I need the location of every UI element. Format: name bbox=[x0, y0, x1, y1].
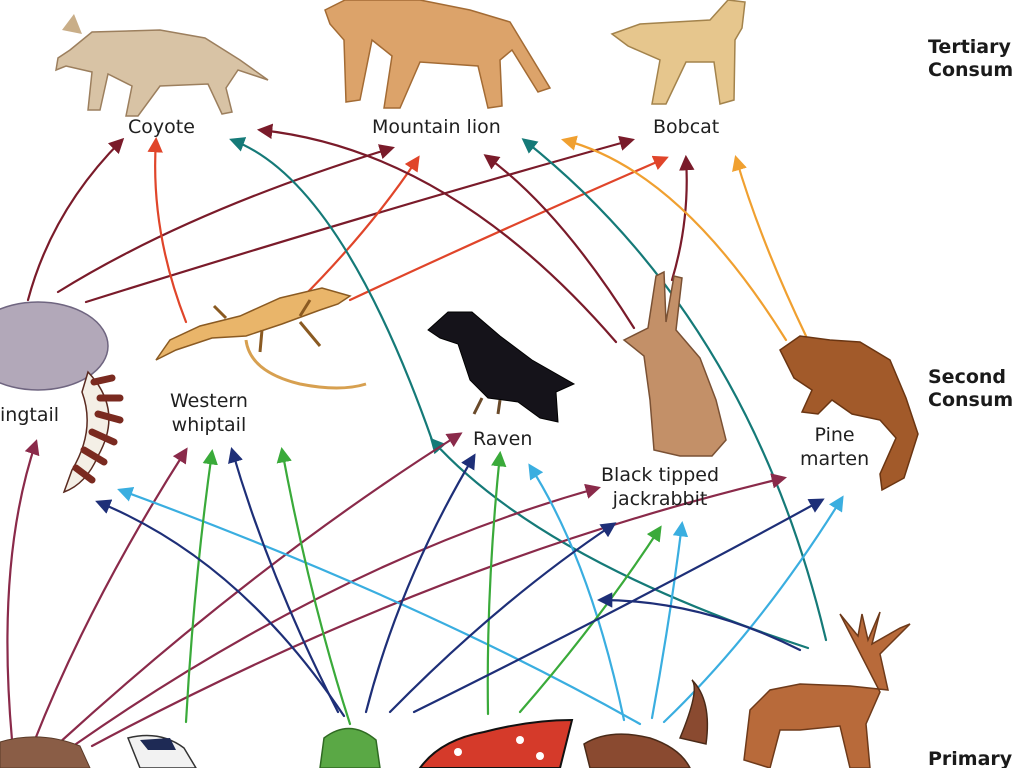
level-label-secondary: Second Consum bbox=[928, 366, 1013, 412]
arrow-frog-to-whiptail-2 bbox=[228, 447, 340, 714]
arrow-frog-to-raven bbox=[486, 450, 507, 716]
level-label-tertiary-line2: Consum bbox=[928, 58, 1014, 81]
label-ringtail: ingtail bbox=[0, 404, 60, 426]
level-label-secondary-line2: Consum bbox=[928, 388, 1014, 411]
arrow-squirrel-to-raven bbox=[528, 463, 626, 722]
arrow-deer-to-coyote-long bbox=[229, 137, 434, 442]
label-jackrabbit-line2: jackrabbit bbox=[612, 487, 708, 510]
arrow-frog-to-whiptail bbox=[276, 446, 352, 726]
arrow-butterfly-to-marten bbox=[412, 498, 825, 714]
label-jackrabbit: Black tipped jackrabbit bbox=[601, 464, 719, 512]
arrow-frog-to-jackrabbit bbox=[518, 525, 662, 714]
label-western-whiptail-line1: Western bbox=[170, 390, 248, 412]
bobcat-illustration bbox=[610, 0, 746, 105]
label-mountain-lion: Mountain lion bbox=[372, 116, 501, 138]
arrow-primary-to-ringtail bbox=[6, 439, 40, 742]
arrow-squirrel-to-ringtail bbox=[117, 487, 642, 726]
arrow-primary-to-raven bbox=[56, 432, 463, 746]
arrow-whiptail-to-mountain-lion bbox=[298, 155, 420, 302]
deer-illustration bbox=[743, 611, 911, 768]
jackrabbit-illustration bbox=[622, 270, 727, 457]
western-whiptail-illustration bbox=[155, 287, 367, 390]
label-western-whiptail: Western whiptail bbox=[170, 390, 248, 438]
arrow-primary-to-marten bbox=[90, 473, 787, 748]
arrow-deer-to-pine bbox=[596, 592, 802, 652]
arrow-deer-to-mountain-lion bbox=[521, 138, 828, 642]
ringtail-illustration bbox=[0, 301, 124, 494]
arrow-whiptail-to-coyote bbox=[147, 136, 188, 324]
arrow-jackrabbit-to-coyote bbox=[256, 123, 618, 344]
arrow-ringtail-to-mountain-lion bbox=[56, 144, 395, 294]
arrow-jackrabbit-to-bobcat bbox=[670, 154, 695, 282]
label-pine-marten: Pine marten bbox=[800, 424, 869, 472]
label-western-whiptail-line2: whiptail bbox=[171, 413, 247, 436]
arrow-primary-to-whiptail bbox=[32, 447, 188, 744]
label-pine-marten-line2: marten bbox=[800, 447, 870, 470]
arrow-bird-to-raven bbox=[364, 453, 476, 714]
mountain-lion-illustration bbox=[324, 0, 552, 109]
arrow-squirrel-to-marten bbox=[662, 495, 844, 724]
label-pine-marten-line1: Pine bbox=[814, 424, 855, 446]
arrow-whiptail-to-bobcat bbox=[348, 155, 669, 302]
arrow-marten-to-bobcat bbox=[732, 155, 808, 338]
level-label-primary: Primary bbox=[928, 748, 1012, 768]
arrow-bird-to-whiptail bbox=[184, 448, 218, 724]
label-coyote: Coyote bbox=[128, 116, 195, 138]
raven-illustration bbox=[427, 311, 576, 423]
pine-marten-illustration bbox=[779, 335, 919, 492]
primary-consumers-illustrations bbox=[0, 679, 709, 768]
label-jackrabbit-line1: Black tipped bbox=[601, 464, 720, 486]
arrow-jackrabbit-to-mountain-lion bbox=[483, 154, 636, 330]
arrow-squirrel-to-jackrabbit bbox=[650, 520, 689, 720]
arrow-ringtail-to-bobcat bbox=[84, 135, 635, 304]
level-label-tertiary-line1: Tertiary bbox=[928, 36, 1011, 58]
arrow-primary-to-jackrabbit bbox=[74, 483, 601, 746]
arrow-frog-to-ringtail bbox=[95, 499, 346, 718]
level-label-tertiary: Tertiary Consum bbox=[928, 36, 1013, 82]
label-bobcat: Bobcat bbox=[653, 116, 720, 138]
arrow-ringtail-to-coyote bbox=[26, 137, 125, 302]
label-raven: Raven bbox=[473, 428, 533, 450]
arrow-marten-to-coyote bbox=[561, 135, 788, 342]
level-label-secondary-line1: Second bbox=[928, 366, 1007, 388]
coyote-illustration bbox=[55, 14, 269, 117]
arrow-butterfly-to-jackrabbit bbox=[388, 522, 617, 714]
level-label-primary-line1: Primary bbox=[928, 748, 1013, 768]
